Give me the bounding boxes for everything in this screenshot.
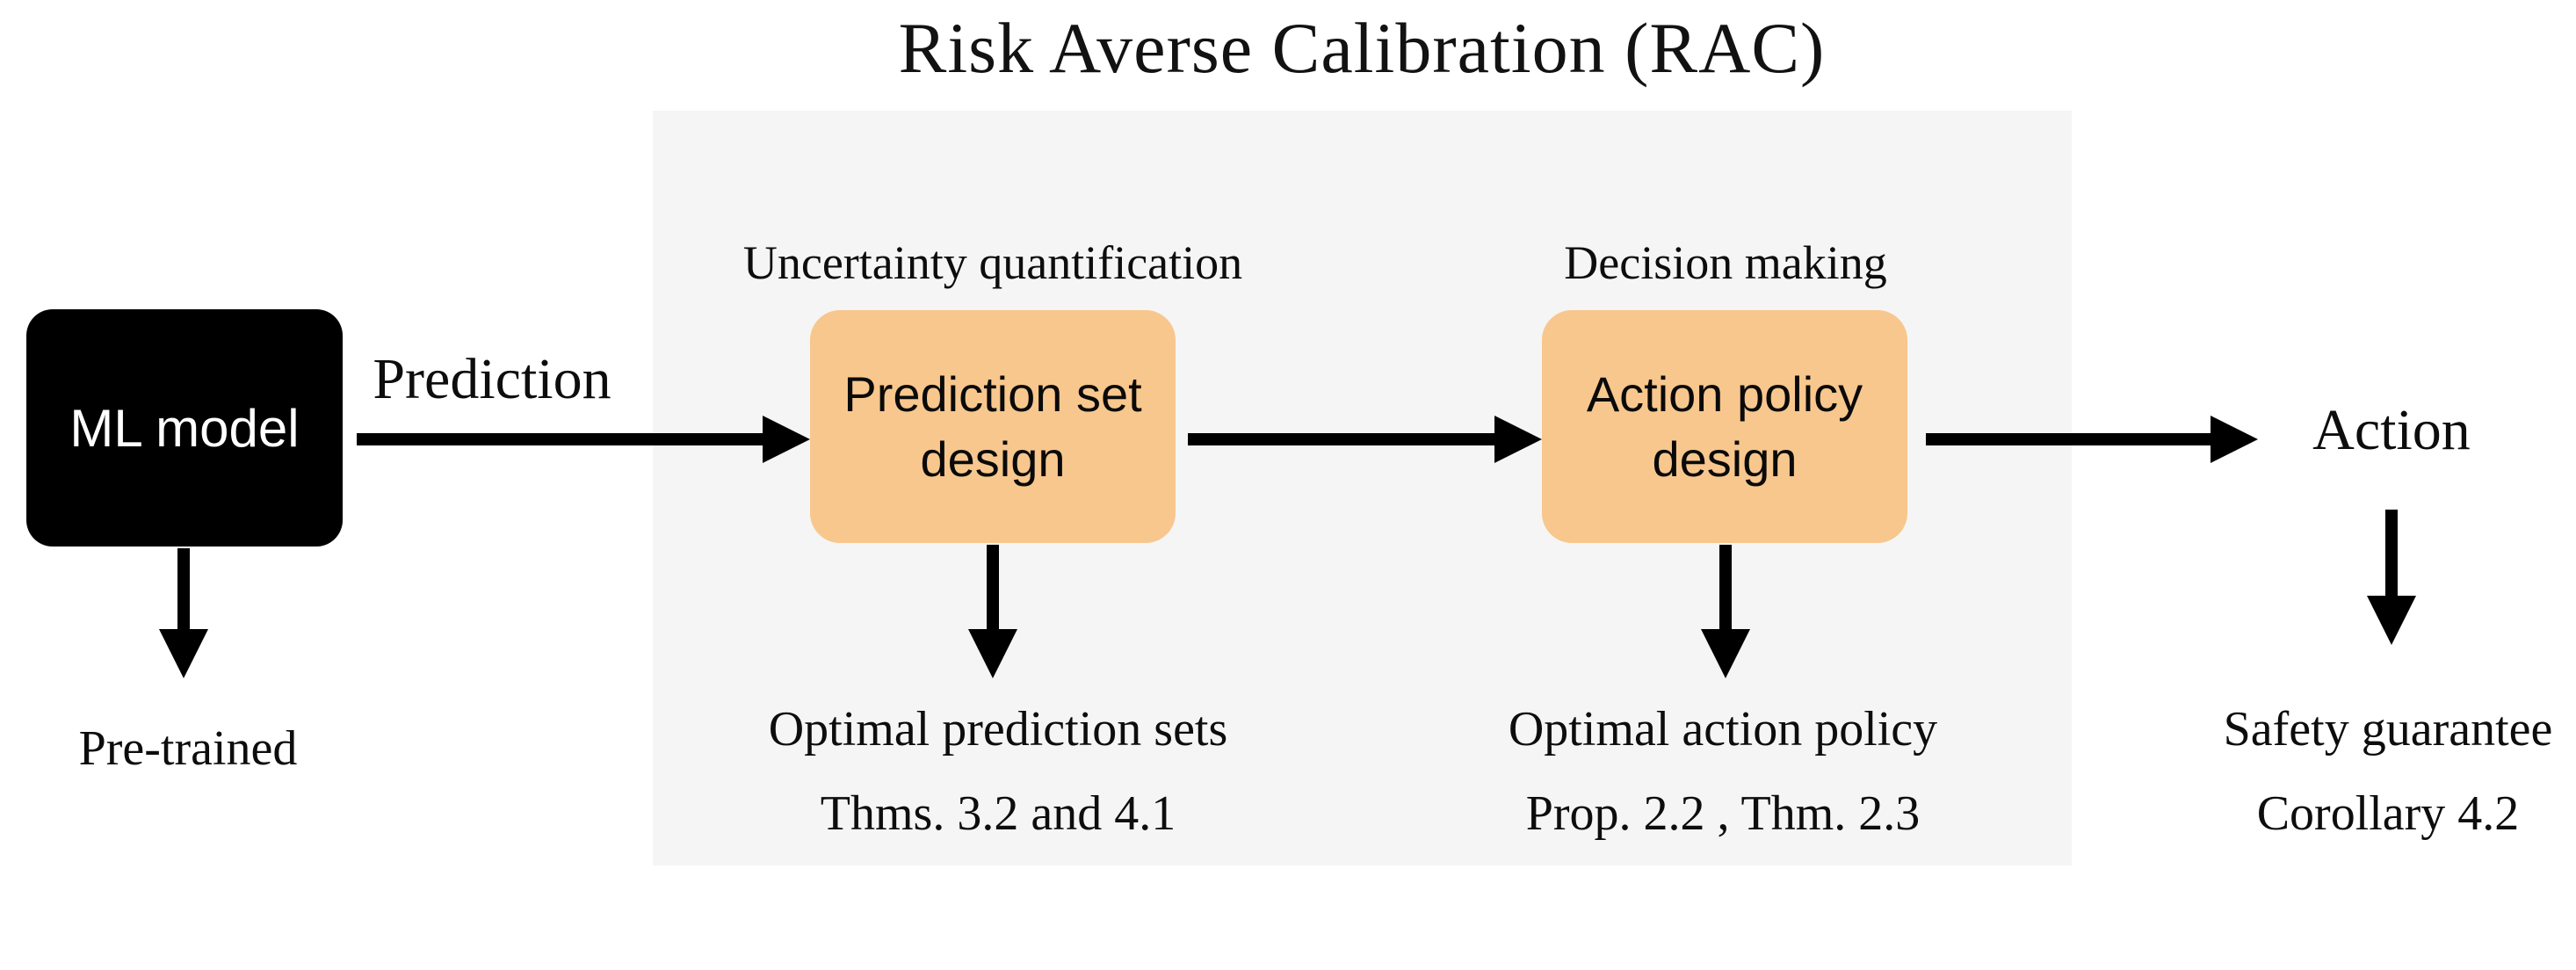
category-label-uncertainty-quantification: Uncertainty quantification xyxy=(742,236,1243,289)
diagram-title: Risk Averse Calibration (RAC) xyxy=(898,8,1826,88)
arrow-head xyxy=(968,629,1017,678)
arrow-head xyxy=(1701,629,1750,678)
ml-model-annotation: Pre-trained xyxy=(78,721,298,776)
arrow-stem xyxy=(177,548,190,629)
arrow-stem xyxy=(1926,433,2211,445)
prediction-set-annotation-line1: Optimal prediction sets xyxy=(768,702,1228,756)
action-annotation-line1: Safety guarantee xyxy=(2223,702,2553,756)
action-output-label: Action xyxy=(2312,398,2471,462)
arrow-stem xyxy=(1719,545,1732,629)
ml-model-label: ML model xyxy=(69,398,300,458)
arrow-stem xyxy=(987,545,999,629)
ml-model-node: ML model xyxy=(26,309,343,547)
prediction-set-annotation-line2: Thms. 3.2 and 4.1 xyxy=(820,786,1176,841)
prediction-set-design-label: Prediction set design xyxy=(843,366,1142,487)
arrow-head xyxy=(763,416,810,463)
action-policy-design-label: Action policy design xyxy=(1586,366,1863,487)
prediction-set-design-node: Prediction set design xyxy=(810,310,1176,543)
prediction-edge-label: Prediction xyxy=(373,347,611,411)
arrow-head xyxy=(2367,596,2416,645)
action-annotation-line2: Corollary 4.2 xyxy=(2256,786,2520,841)
arrow-head xyxy=(2211,416,2258,463)
category-label-decision-making: Decision making xyxy=(1564,236,1887,289)
arrow-stem xyxy=(2385,510,2398,596)
arrow-stem xyxy=(1188,433,1494,445)
action-policy-annotation-line1: Optimal action policy xyxy=(1508,702,1938,756)
action-policy-annotation-line2: Prop. 2.2 , Thm. 2.3 xyxy=(1525,786,1921,841)
arrow-head xyxy=(159,629,208,678)
arrow-head xyxy=(1494,416,1542,463)
arrow-stem xyxy=(357,433,763,445)
action-policy-design-node: Action policy design xyxy=(1542,310,1907,543)
